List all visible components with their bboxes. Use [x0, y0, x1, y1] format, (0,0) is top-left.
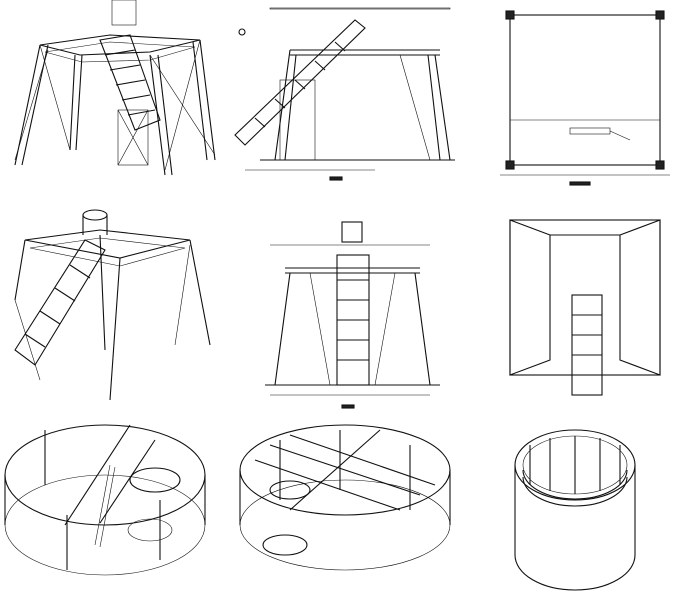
- platform-isometric-view-1: [0, 415, 230, 595]
- tower-isometric-view-2: [0, 200, 230, 415]
- tower-isometric-view-1: [0, 0, 230, 200]
- tower-top-plan-drawing: [460, 200, 690, 415]
- tower-plan-view-drawing: [460, 0, 690, 200]
- platform-isometric-view-2: [230, 415, 460, 595]
- cylindrical-shell-isometric-view: [460, 415, 690, 595]
- tower-side-elevation-drawing: [230, 0, 460, 200]
- tower-front-elevation-drawing: [230, 200, 460, 415]
